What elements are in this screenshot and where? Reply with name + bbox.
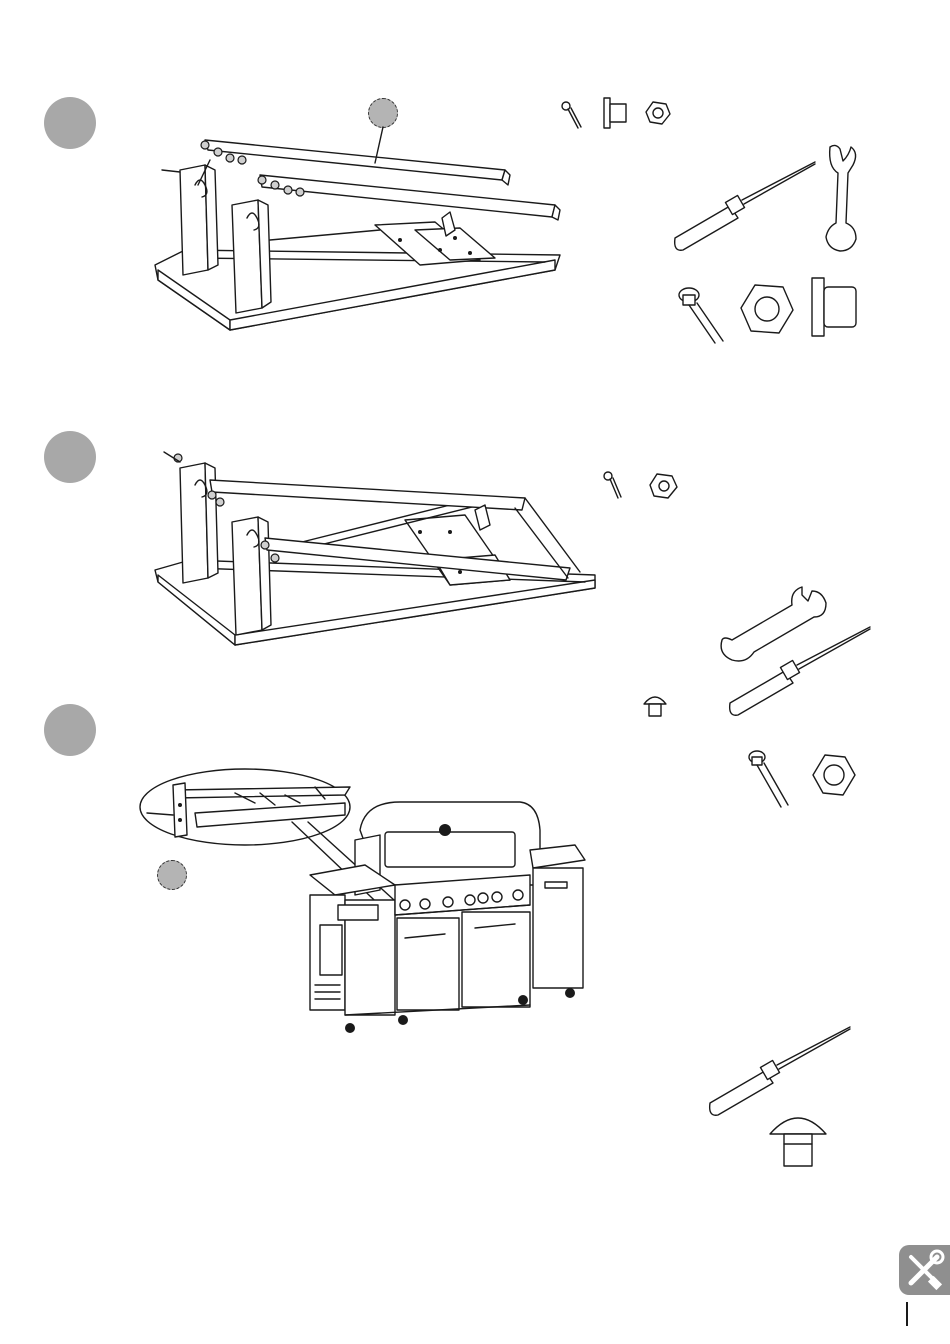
step-3-mushroom-cap-screw-icon <box>768 1112 828 1168</box>
tools-badge <box>899 1245 950 1295</box>
step-3-screwdriver-icon <box>705 1025 855 1120</box>
hex-nut-icon <box>813 755 855 795</box>
step-1-frame-illustration <box>150 130 570 345</box>
step-1-screwdriver-icon <box>670 160 820 255</box>
step-3-callout-marker <box>157 860 187 890</box>
step-1-parts-small <box>558 96 678 136</box>
hex-nut-icon <box>646 102 670 124</box>
bolt-icon <box>679 288 723 343</box>
step-3-grill-illustration <box>305 800 590 1035</box>
spacer-sleeve-icon <box>604 98 626 128</box>
step-3-marker <box>44 704 96 756</box>
bolt-icon <box>749 751 788 807</box>
page-rule <box>906 1302 908 1326</box>
step-1-callout-marker <box>368 98 398 128</box>
bolt-icon <box>604 472 621 498</box>
hex-nut-icon <box>741 285 793 333</box>
hex-nut-icon <box>650 474 677 498</box>
step-2-marker <box>44 431 96 483</box>
step-2-screwdriver-icon <box>725 625 875 720</box>
step-1-marker <box>44 97 96 149</box>
step-1-wrench-icon <box>822 142 862 254</box>
step-3-parts <box>745 745 865 815</box>
step-2-frame-illustration <box>150 450 610 660</box>
step-3-mushroom-cap-screw-icon-small <box>642 692 668 718</box>
step-1-parts-large <box>675 275 865 350</box>
bolt-icon <box>562 102 581 128</box>
tools-wrench-screwdriver-icon <box>899 1245 950 1295</box>
step-1-callout-leader <box>370 125 390 165</box>
spacer-sleeve-icon <box>812 278 856 336</box>
step-2-parts-small <box>602 470 682 505</box>
